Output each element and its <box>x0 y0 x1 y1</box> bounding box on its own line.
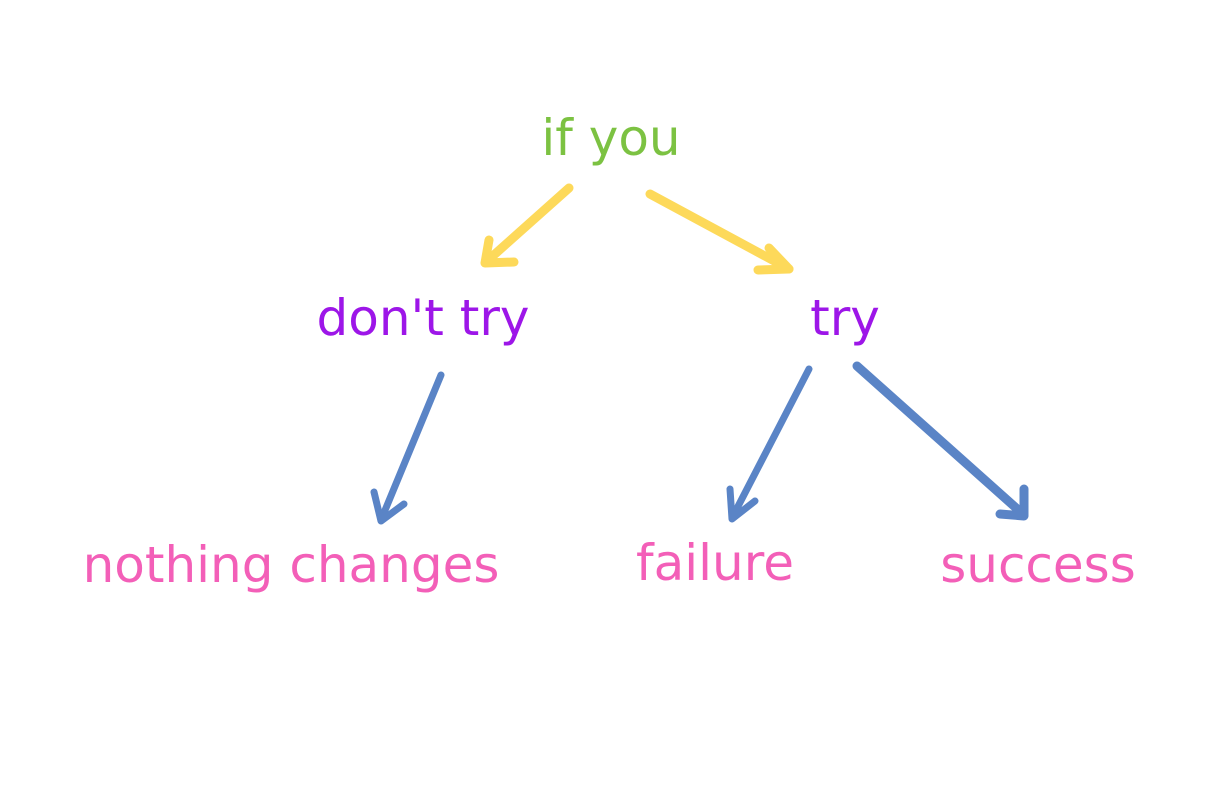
outcome-node-failure: failure <box>636 534 794 592</box>
outcome-node-success: success <box>940 536 1136 594</box>
branch-node-try: try <box>810 289 880 347</box>
outcome-node-nothing-changes: nothing changes <box>82 536 500 594</box>
arrow-to-success <box>852 361 1029 521</box>
arrow-to-nothing-changes <box>370 371 445 525</box>
arrow-to-try <box>645 189 794 275</box>
root-node-if-you: if you <box>541 109 681 167</box>
branch-node-dont-try: don't try <box>316 289 530 347</box>
arrow-to-dont-try <box>480 183 574 268</box>
arrow-to-failure <box>726 365 813 523</box>
